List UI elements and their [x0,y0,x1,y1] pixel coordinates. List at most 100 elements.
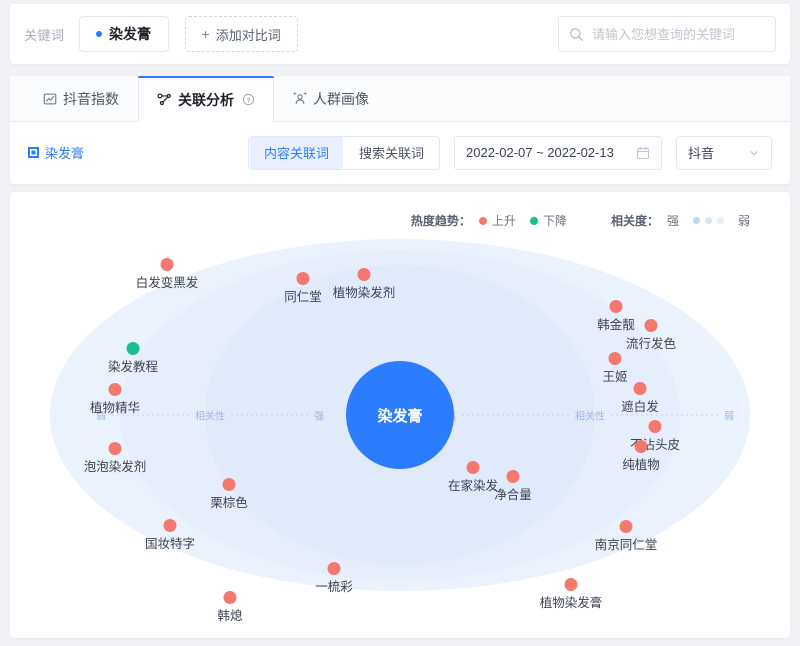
relation-chart-card: 热度趋势： 上升 下降 相关度： 强 弱 弱 [10,192,790,638]
relation-node-label: 在家染发 [447,479,499,493]
trend-down-dot [529,216,538,225]
relevance-swatch-3 [716,217,724,224]
legend-trend-up: 上升 [478,212,516,229]
network-icon [157,92,172,107]
series-name-label: 染发膏 [45,146,85,161]
add-compare-keyword-button[interactable]: + 添加对比词 [184,16,298,52]
relation-node-label: 国妆特字 [144,537,196,551]
axis-right-outer-label: 弱 [724,411,734,423]
search-input[interactable] [592,26,768,42]
keyword-color-dot [96,31,103,37]
relation-node-dot [108,383,122,396]
search-icon [569,27,584,42]
relation-node-label: 韩熄 [217,609,243,623]
relation-node-label: 净合量 [494,488,532,502]
word-type-toggle: 内容关联词 搜索关联词 [247,135,440,170]
relation-node-dot [327,562,341,575]
date-range-picker[interactable]: 2022-02-07 ~ 2022-02-13 [454,135,662,170]
axis-left: 弱 相关性 强 [96,412,324,423]
relation-node-dot [633,382,647,395]
segment-content-keywords[interactable]: 内容关联词 [249,136,343,169]
filter-bar: 染发膏 内容关联词 搜索关联词 2022-02-07 ~ 2022-02-13 … [10,122,790,183]
relation-node-label: 流行发色 [625,337,677,351]
relevance-legend-title: 相关度： [610,214,659,228]
relevance-gradient [692,217,724,224]
add-compare-label: 添加对比词 [215,27,281,43]
keyword-chip-染发膏[interactable]: 染发膏 [78,16,169,52]
relation-node-dot [126,342,140,355]
axis-left-mid-label: 相关性 [195,411,225,423]
relation-node-label: 同仁堂 [284,290,322,304]
keyword-chip-label: 染发膏 [109,26,152,42]
axis-right-line-2 [611,414,718,416]
relation-node-label: 纯植物 [622,458,660,472]
segment-search-keywords[interactable]: 搜索关联词 [345,137,438,169]
relation-node-label: 韩金靓 [597,318,635,332]
trend-legend-title: 热度趋势： [410,214,471,228]
plus-icon: + [201,26,210,42]
relation-node-dot [644,319,658,332]
svg-text:?: ? [246,97,250,104]
help-icon[interactable]: ? [242,93,255,106]
segment-search-keywords-label: 搜索关联词 [358,146,424,161]
relation-node-label: 白发变黑发 [135,276,199,290]
search-box[interactable] [558,16,776,52]
chevron-down-icon [748,147,760,159]
relevance-weak-label: 弱 [737,214,750,228]
relevance-strong-label: 强 [666,214,679,228]
series-legend[interactable]: 染发膏 [28,143,84,162]
legend-trend-down-label: 下降 [542,214,567,228]
keyword-bar: 关键词 染发膏 + 添加对比词 [10,4,790,64]
axis-left-outer-label: 弱 [96,411,106,423]
tab-relation-analysis-label: 关联分析 [178,91,234,108]
relation-node-dot [608,352,622,365]
relation-node-dot [163,519,177,532]
relation-node-label: 植物精华 [89,401,141,415]
segment-content-keywords-label: 内容关联词 [263,146,329,161]
axis-left-line-2 [231,414,308,416]
relation-node-label: 一梳彩 [315,580,353,594]
relation-plot: 弱 相关性 强 强 相关性 弱 染发膏 白发变黑发同仁堂植物染发剂韩金靓流行发色… [10,192,790,638]
hub-node-label: 染发膏 [377,407,423,425]
calendar-icon [636,146,650,160]
chart-legend: 热度趋势： 上升 下降 相关度： 强 弱 [411,212,750,229]
tab-douyin-index[interactable]: 抖音指数 [24,76,138,121]
relation-node-dot [296,272,310,285]
relation-node-dot [222,478,236,491]
tab-douyin-index-label: 抖音指数 [63,90,119,107]
axis-right-mid-label: 相关性 [575,411,605,423]
axis-left-inner-label: 强 [314,411,324,423]
hub-node[interactable]: 染发膏 [346,361,454,469]
axis-right-line-1 [462,414,569,416]
relation-node-dot [609,300,623,313]
relation-node-label: 泡泡染发剂 [83,460,147,474]
relation-node-label: 染发教程 [107,360,159,374]
platform-value: 抖音 [688,146,715,161]
chart-icon [43,92,57,106]
platform-select[interactable]: 抖音 [676,135,772,170]
relation-node-label: 南京同仁堂 [594,538,658,552]
keyword-label: 关键词 [24,27,65,43]
analysis-panel: 抖音指数 关联分析 ? [10,76,790,184]
relation-node-dot [357,268,371,281]
tab-relation-analysis[interactable]: 关联分析 ? [138,76,274,122]
axis-right: 强 相关性 弱 [446,412,734,423]
relation-node-dot [108,442,122,455]
relation-node-dot [160,258,174,271]
relation-node-dot [634,440,648,453]
trend-up-dot [478,216,487,225]
tab-bar: 抖音指数 关联分析 ? [10,76,790,122]
relevance-swatch-2 [704,217,712,224]
legend-trend-down: 下降 [529,212,567,229]
relation-node-label: 植物染发剂 [332,286,396,300]
tab-audience-profile[interactable]: 人群画像 [274,76,388,121]
relation-node-dot [223,591,237,604]
relevance-swatch-1 [692,217,700,224]
relation-node-label: 栗棕色 [210,496,248,510]
axis-left-line-1 [112,414,189,416]
relation-node-dot [506,470,520,483]
relation-node-label: 植物染发膏 [539,596,603,610]
tab-audience-profile-label: 人群画像 [313,90,369,107]
relation-node-dot [619,520,633,533]
